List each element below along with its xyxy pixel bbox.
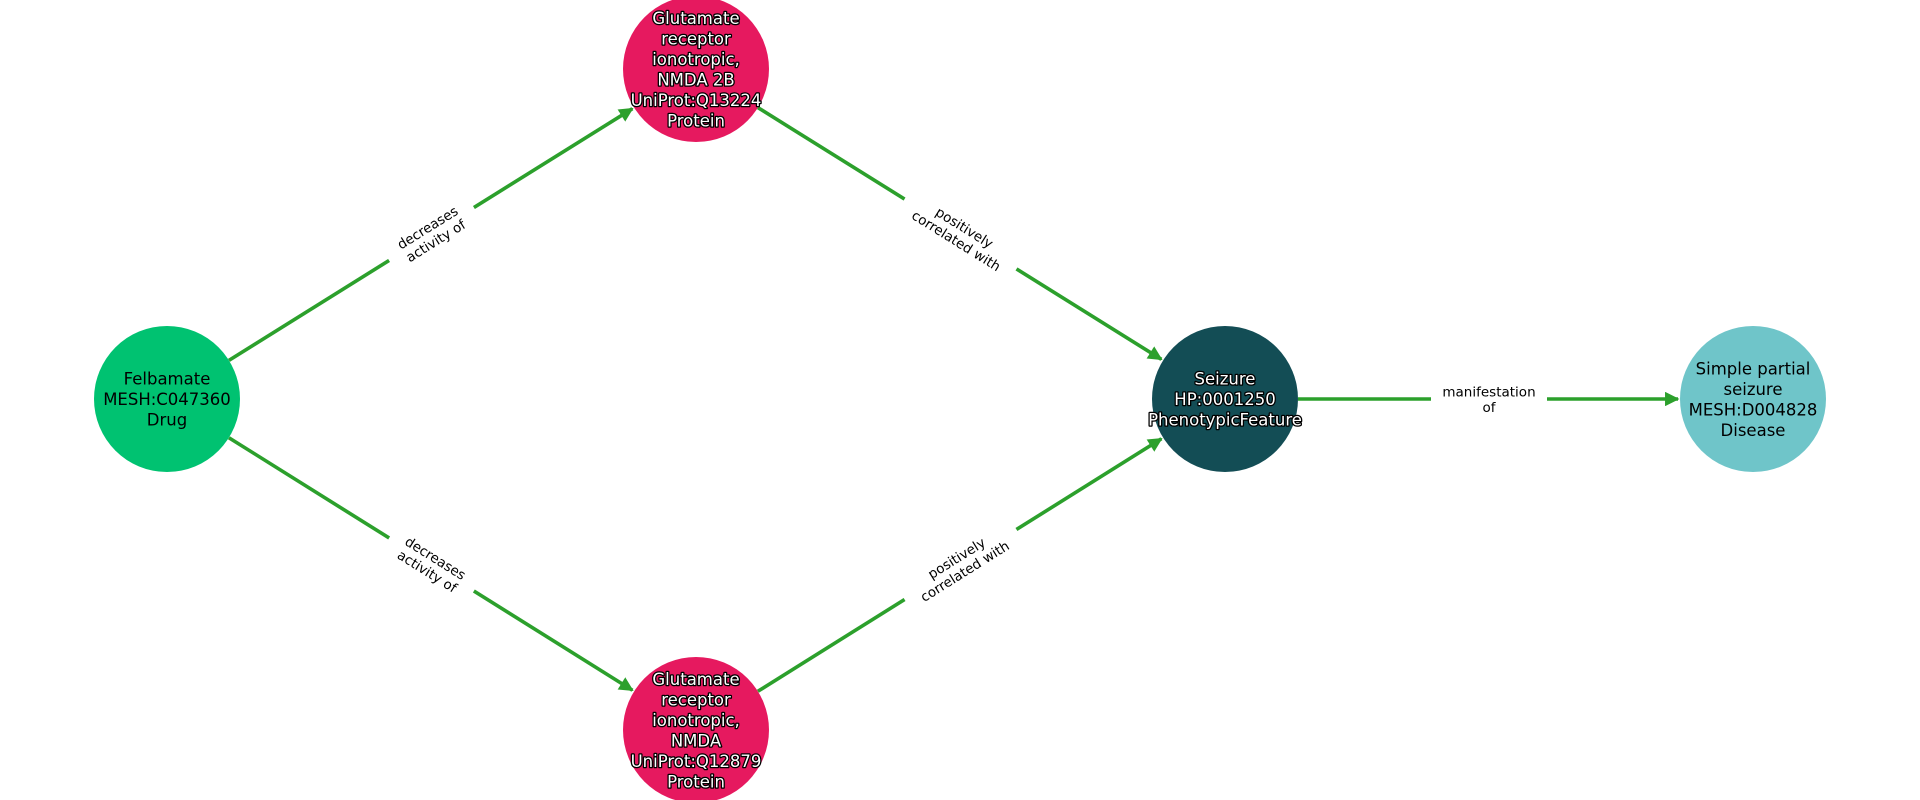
edge-label: positivelycorrelated with <box>894 182 1027 286</box>
node-circle[interactable] <box>1680 326 1826 472</box>
edge-felbamate-grin2b: decreasesactivity of <box>227 107 634 362</box>
node-label-line: Glutamate <box>652 670 739 689</box>
node-label-line: UniProt:Q12879 <box>631 752 762 771</box>
node-circle[interactable] <box>1152 326 1298 472</box>
node-circle[interactable] <box>94 326 240 472</box>
edge-label: positivelycorrelated with <box>894 513 1027 616</box>
node-label-line: Disease <box>1721 421 1786 440</box>
node-label-line: Simple partial <box>1696 359 1811 378</box>
node-label-line: ionotropic, <box>652 50 740 69</box>
node-label-line: Drug <box>147 411 187 430</box>
edge-grin-seizure: positivelycorrelated with <box>756 437 1163 693</box>
edge-felbamate-grin: decreasesactivity of <box>227 436 634 692</box>
edge-label-line: manifestation <box>1442 384 1535 400</box>
node-circle[interactable] <box>623 0 769 142</box>
node-label-line: receptor <box>661 29 731 48</box>
node-circle[interactable] <box>623 657 769 800</box>
node-label-line: Felbamate <box>124 370 211 389</box>
node-label-line: NMDA 2B <box>657 70 734 89</box>
node-label-line: Glutamate <box>652 9 739 28</box>
node-label-line: UniProt:Q13224 <box>631 91 762 110</box>
node-label-line: Seizure <box>1195 370 1256 389</box>
node-label-line: HP:0001250 <box>1174 390 1275 409</box>
node-label-line: seizure <box>1723 380 1782 399</box>
edge-label: decreasesactivity of <box>379 521 484 608</box>
node-label-line: receptor <box>661 690 731 709</box>
node-label-line: NMDA <box>671 731 722 750</box>
node-label-line: MESH:C047360 <box>103 390 231 409</box>
node-label-line: MESH:D004828 <box>1689 400 1818 419</box>
edge-label-line: of <box>1482 400 1496 416</box>
node-label-line: ionotropic, <box>652 711 740 730</box>
node-label-line: PhenotypicFeature <box>1148 411 1302 430</box>
node-label-line: Protein <box>667 772 725 791</box>
edge-grin2b-seizure: positivelycorrelated with <box>756 106 1163 361</box>
edge-label: decreasesactivity of <box>379 191 484 277</box>
node-label-line: Protein <box>667 111 725 130</box>
